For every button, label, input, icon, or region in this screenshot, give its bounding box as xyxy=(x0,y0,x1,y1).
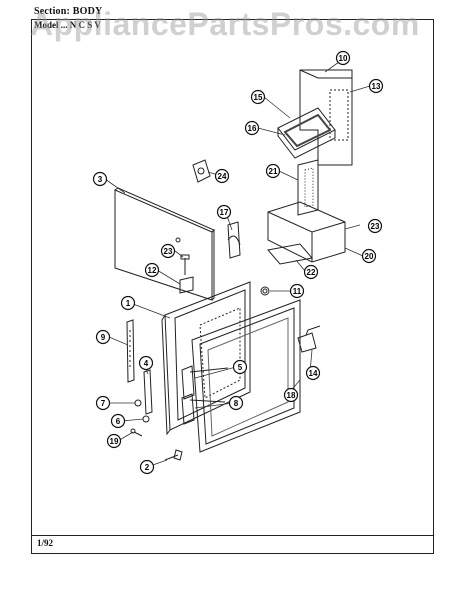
callout-19-label: 19 xyxy=(110,437,119,446)
knob-part-11 xyxy=(260,286,270,296)
callout-3-label: 3 xyxy=(98,175,103,184)
callout-4: 4 xyxy=(138,355,154,371)
page-frame xyxy=(31,19,434,554)
callout-11: 11 xyxy=(289,283,305,299)
model-value: ... N C S V xyxy=(60,20,101,30)
screw-part-19 xyxy=(130,428,143,437)
model-label: Model xyxy=(34,20,59,30)
screw-part-2 xyxy=(164,449,183,461)
footer-page-code: 1/92 xyxy=(37,538,54,548)
door-frame-1 xyxy=(161,281,251,436)
callout-10-label: 10 xyxy=(339,54,348,63)
strip-part-9 xyxy=(126,319,135,383)
callout-22-label: 22 xyxy=(307,268,316,277)
callout-14-label: 14 xyxy=(309,369,318,378)
callout-22: 22 xyxy=(303,264,319,280)
outer-panel-3 xyxy=(114,187,215,301)
callout-18-label: 18 xyxy=(287,391,296,400)
callout-21-label: 21 xyxy=(269,167,278,176)
callout-20: 20 xyxy=(361,248,377,264)
callout-18: 18 xyxy=(283,387,299,403)
callout-9-label: 9 xyxy=(101,333,106,342)
callout-6-label: 6 xyxy=(116,417,121,426)
callout-8: 8 xyxy=(228,395,244,411)
bracket-part-14 xyxy=(297,325,321,353)
callout-8-label: 8 xyxy=(234,399,239,408)
callout-7: 7 xyxy=(95,395,111,411)
hinge-arm-part-4 xyxy=(143,369,153,415)
callout-23-lower: 23 xyxy=(160,243,176,259)
callout-group: 10 13 15 16 21 24 3 17 xyxy=(92,50,384,475)
callout-5: 5 xyxy=(232,359,248,375)
callout-13-label: 13 xyxy=(372,82,381,91)
washer-part-7 xyxy=(134,399,142,407)
footer-divider xyxy=(31,535,434,536)
bracket-part-22 xyxy=(267,243,313,265)
section-value: BODY xyxy=(72,6,103,17)
model-header: Model ... N C S V xyxy=(34,20,101,30)
callout-6: 6 xyxy=(110,413,126,429)
latch-part-17 xyxy=(227,221,241,259)
rear-housing-part xyxy=(299,69,353,166)
callout-14: 14 xyxy=(305,365,321,381)
callout-13: 13 xyxy=(368,78,384,94)
callout-10: 10 xyxy=(335,50,351,66)
callout-23-upper-label: 23 xyxy=(371,222,380,231)
hinge-part-12 xyxy=(179,276,194,294)
hinge-assembly-5 xyxy=(181,365,229,400)
callout-5-label: 5 xyxy=(238,363,243,372)
callout-11-label: 11 xyxy=(293,287,302,296)
callout-9: 9 xyxy=(95,329,111,345)
callout-1: 1 xyxy=(120,295,136,311)
callout-7-label: 7 xyxy=(101,399,106,408)
section-header: Section: BODY xyxy=(34,6,102,17)
callout-24-label: 24 xyxy=(218,172,227,181)
section-label: Section: xyxy=(34,6,71,17)
callout-3: 3 xyxy=(92,171,108,187)
nut-part-6 xyxy=(142,415,150,423)
callout-1-label: 1 xyxy=(126,299,131,308)
clip-part-24 xyxy=(192,159,211,183)
callout-4-label: 4 xyxy=(144,359,149,368)
callout-23-upper: 23 xyxy=(367,218,383,234)
callout-17: 17 xyxy=(216,204,232,220)
hinge-assembly-8 xyxy=(181,393,226,425)
leader-lines xyxy=(104,61,371,467)
callout-17-label: 17 xyxy=(220,208,229,217)
callout-2-label: 2 xyxy=(145,463,150,472)
housing-part-20 xyxy=(267,201,346,263)
callout-21: 21 xyxy=(265,163,281,179)
callout-12-label: 12 xyxy=(148,266,157,275)
door-glass-18 xyxy=(191,299,301,453)
callout-16-label: 16 xyxy=(248,124,257,133)
callout-20-label: 20 xyxy=(365,252,374,261)
callout-16: 16 xyxy=(244,120,260,136)
screw-part-23 xyxy=(180,254,190,275)
callout-19: 19 xyxy=(106,433,122,449)
callout-15: 15 xyxy=(250,89,266,105)
bracket-part-21 xyxy=(297,159,319,216)
callout-2: 2 xyxy=(139,459,155,475)
callout-12: 12 xyxy=(144,262,160,278)
callout-24: 24 xyxy=(214,168,230,184)
callout-23-lower-label: 23 xyxy=(164,247,173,256)
callout-15-label: 15 xyxy=(254,93,263,102)
